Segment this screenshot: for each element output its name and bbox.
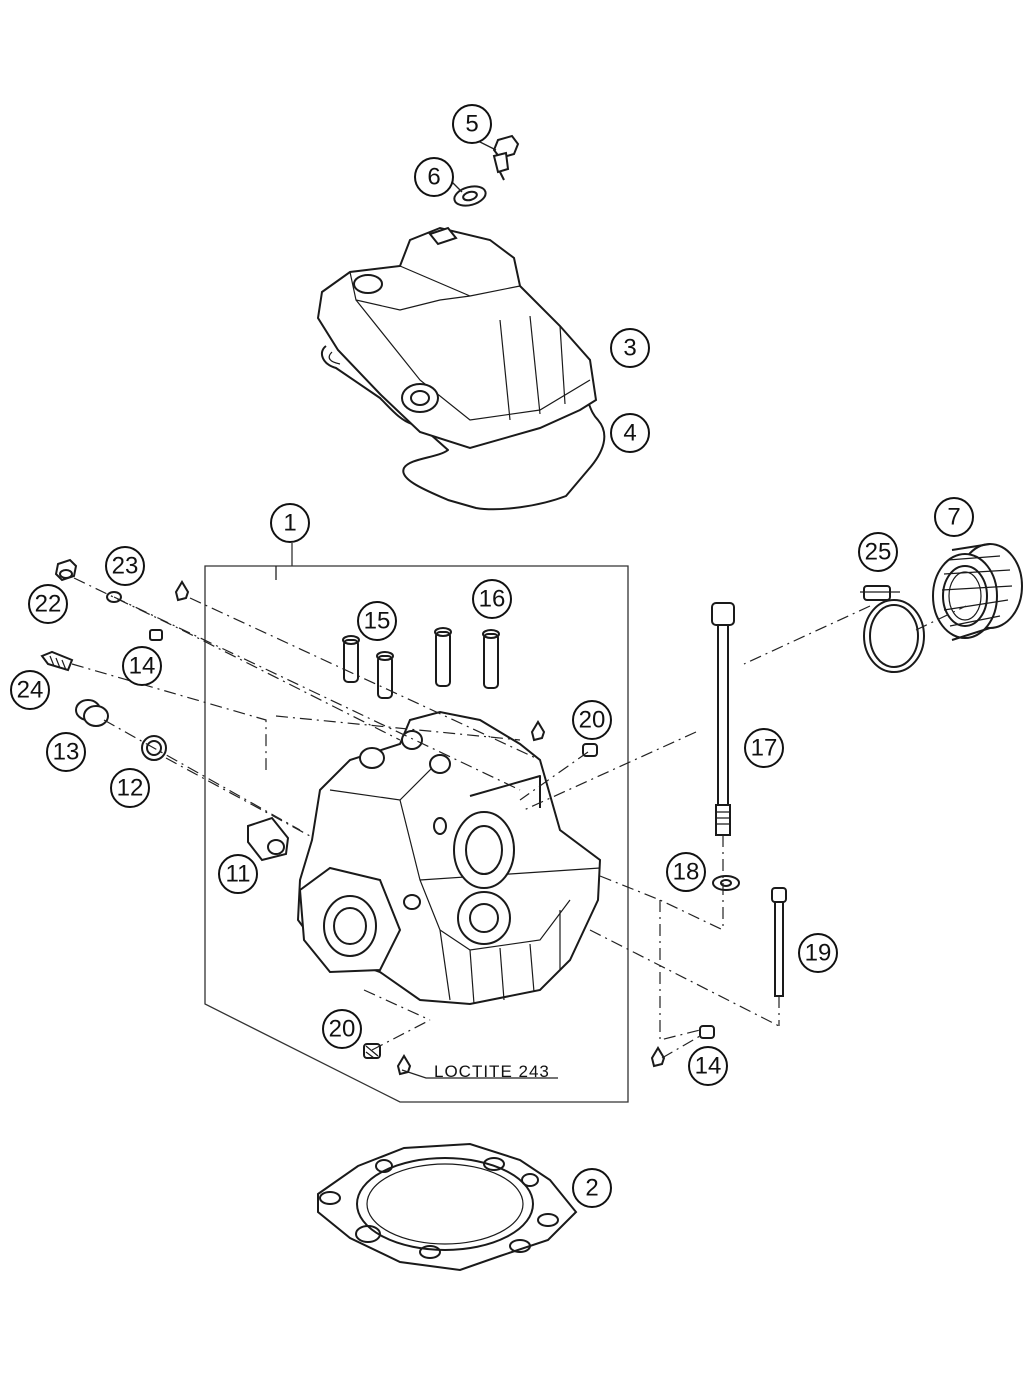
callout-22: 22 [28,584,68,624]
callout-13: 13 [46,732,86,772]
plug-part-14b [699,1025,715,1039]
callout-14b: 14 [688,1046,728,1086]
callout-17: 17 [744,728,784,768]
head-gasket-part [317,1142,578,1272]
callout-14a-label: 14 [129,653,156,680]
callout-20a: 20 [572,700,612,740]
callout-25: 25 [858,532,898,572]
callout-14b-label: 14 [695,1053,722,1080]
hose-clamp-part [860,585,925,673]
valve-guide-short-left [342,635,360,683]
banjo-bolt-part-22 [54,558,78,582]
callout-11-label: 11 [226,861,251,888]
callout-12-label: 12 [117,775,144,802]
dowel-sleeve-part-14a [174,580,190,602]
leader-lines [71,139,967,1079]
callout-7: 7 [934,497,974,537]
callout-24-label: 24 [17,677,44,704]
valve-guide-long-right [482,629,500,689]
callout-18-label: 18 [673,859,700,886]
callout-16: 16 [472,579,512,619]
callout-19: 19 [798,933,838,973]
plug-part-14a [149,629,163,641]
callout-5: 5 [452,104,492,144]
valve-guide-long-left [434,627,452,687]
callout-6: 6 [414,157,454,197]
callout-14a: 14 [122,646,162,686]
callout-15: 15 [357,601,397,641]
screw-part-24 [40,650,74,672]
cover-bolt-part [492,134,520,181]
callout-4-label: 4 [623,420,636,447]
callout-24: 24 [10,670,50,710]
callout-19-label: 19 [805,940,832,967]
callout-22-label: 22 [35,591,62,618]
callout-1-label: 1 [283,510,296,537]
plug-part-13 [75,699,109,727]
screw-part-19 [771,887,787,997]
callout-20b-label: 20 [329,1016,356,1043]
callout-3-label: 3 [623,335,636,362]
callout-3: 3 [610,328,650,368]
intake-flange-part [932,543,1023,641]
callout-17-label: 17 [751,735,778,762]
callout-20b: 20 [322,1009,362,1049]
callout-16-label: 16 [479,586,506,613]
cover-washer-part [453,185,487,207]
dowel-sleeve-part-20b [396,1054,412,1076]
callout-2: 2 [572,1168,612,1208]
callout-20a-label: 20 [579,707,606,734]
callout-4: 4 [610,413,650,453]
callout-6-label: 6 [427,164,440,191]
dowel-sleeve-part-20a [530,720,546,742]
valve-cover-part [316,226,598,450]
screw-part-17 [711,602,735,836]
valve-cover-gasket-part [320,345,606,511]
valve-guide-short-right [376,651,394,699]
callout-25-label: 25 [865,539,892,566]
cylinder-head-part [296,710,602,1006]
callout-12: 12 [110,768,150,808]
callout-23: 23 [105,546,145,586]
callout-5-label: 5 [465,111,478,138]
callout-18: 18 [666,852,706,892]
dowel-sleeve-part-14b [650,1046,666,1068]
washer-part-18 [712,875,740,891]
callout-11: 11 [218,854,258,894]
callout-7-label: 7 [947,504,960,531]
assembly-frame [204,543,629,1103]
callout-15-label: 15 [364,608,391,635]
callout-2-label: 2 [585,1175,598,1202]
callout-13-label: 13 [53,739,80,766]
loctite-note: LOCTITE 243 [434,1062,550,1081]
callout-23-label: 23 [112,553,139,580]
callout-1: 1 [270,503,310,543]
bushing-part-11 [247,816,290,862]
screw-part-20b [363,1043,381,1059]
